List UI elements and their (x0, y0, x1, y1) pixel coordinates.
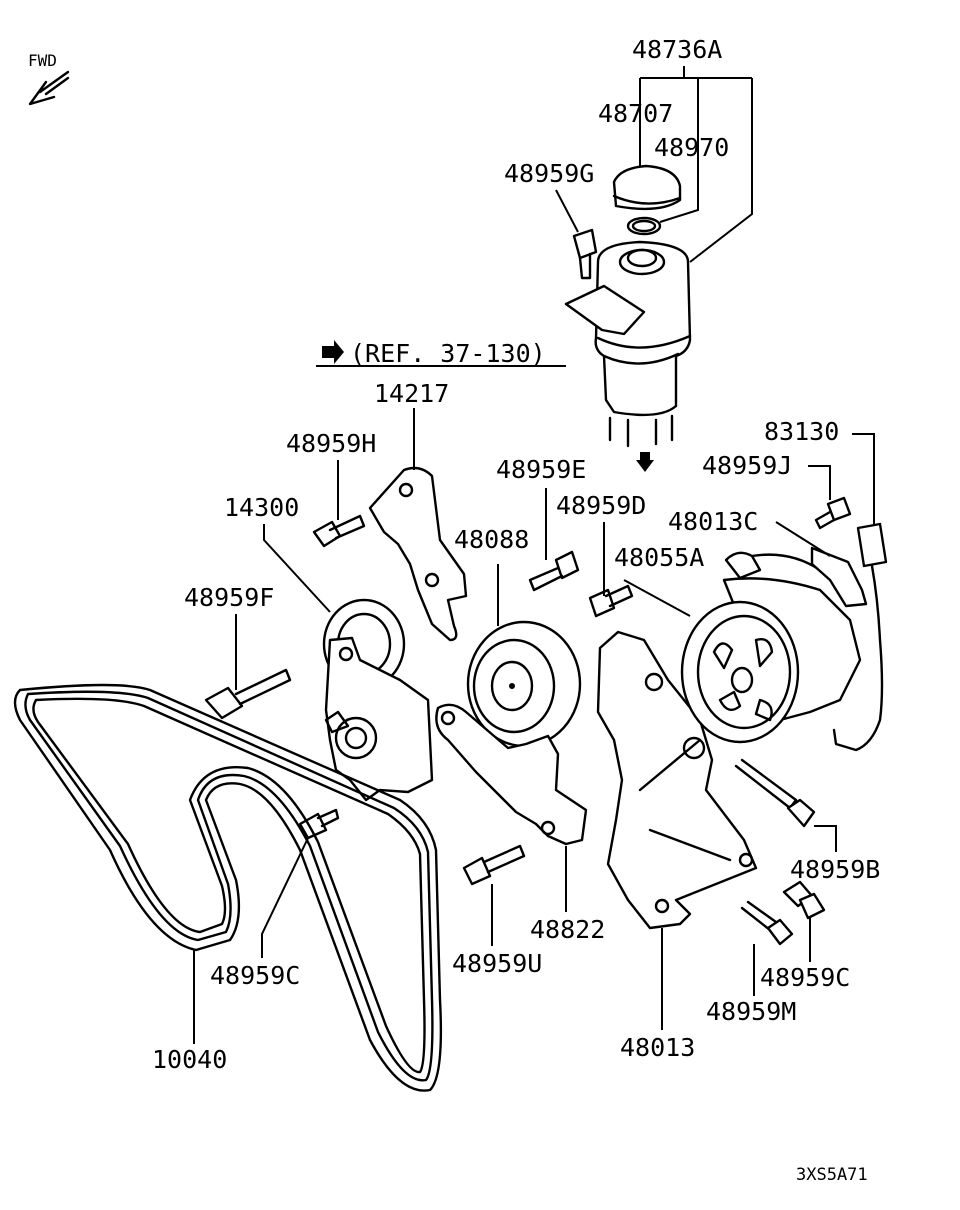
leader-48736a (639, 66, 753, 263)
bolt-48959g (572, 228, 598, 280)
bolt-48959c-left (298, 808, 340, 840)
label-14217: 14217 (374, 379, 449, 408)
label-48959j: 48959J (702, 451, 792, 480)
bracket-14217 (368, 466, 468, 642)
belt-tensioner (322, 598, 434, 802)
label-48959u: 48959U (452, 949, 542, 978)
label-48055a: 48055A (614, 543, 704, 572)
arrow-down-icon (636, 452, 654, 472)
label-48822: 48822 (530, 915, 605, 944)
diagram-code: 3XS5A71 (796, 1165, 868, 1185)
leader-83130 (852, 433, 875, 524)
bracket-48013 (596, 630, 758, 930)
bracket-48013c (810, 546, 868, 608)
label-48959h: 48959H (286, 429, 376, 458)
label-48013: 48013 (620, 1033, 695, 1062)
fwd-label: FWD (28, 51, 57, 70)
power-steering-pump (680, 551, 862, 744)
ref-arrow-icon (322, 340, 344, 364)
leader-48959j (808, 465, 831, 500)
reservoir-cap (612, 164, 682, 211)
leader-48959b (814, 825, 837, 852)
bolt-48959m (740, 900, 794, 946)
label-48959e: 48959E (496, 455, 586, 484)
drive-belt (13, 683, 443, 1092)
bolt-48959b (734, 758, 816, 828)
label-48736a: 48736A (632, 35, 722, 64)
bolt-48959c-right (782, 880, 826, 920)
label-83130: 83130 (764, 417, 839, 446)
leader-48959c-left (261, 837, 309, 958)
label-48959b: 48959B (790, 855, 880, 884)
label-48707: 48707 (598, 99, 673, 128)
label-48959f: 48959F (184, 583, 274, 612)
label-48088: 48088 (454, 525, 529, 554)
leader-14300 (263, 524, 331, 613)
label-48013c: 48013C (668, 507, 758, 536)
bolt-48959e (528, 550, 580, 592)
bolt-48959u (462, 844, 526, 886)
bolt-48959j (814, 496, 852, 530)
bolt-48959d (588, 584, 634, 618)
bolt-48959f (204, 668, 292, 720)
label-14300: 14300 (224, 493, 299, 522)
label-48959g: 48959G (504, 159, 594, 188)
label-48970: 48970 (654, 133, 729, 162)
ref-label: (REF. 37-130) (350, 339, 546, 368)
label-48959c-left: 48959C (210, 961, 300, 990)
bolt-48959h (312, 514, 366, 548)
reservoir-tank (564, 240, 692, 448)
fwd-arrow-icon (28, 70, 70, 106)
label-10040: 10040 (152, 1045, 227, 1074)
bracket-48822 (435, 703, 588, 846)
label-48959d: 48959D (556, 491, 646, 520)
label-48959m: 48959M (706, 997, 796, 1026)
leader-48959g (555, 189, 579, 233)
leader-48013c (775, 521, 831, 557)
pressure-sensor (832, 522, 888, 752)
leader-48055a (623, 579, 691, 617)
label-48959c-right: 48959C (760, 963, 850, 992)
